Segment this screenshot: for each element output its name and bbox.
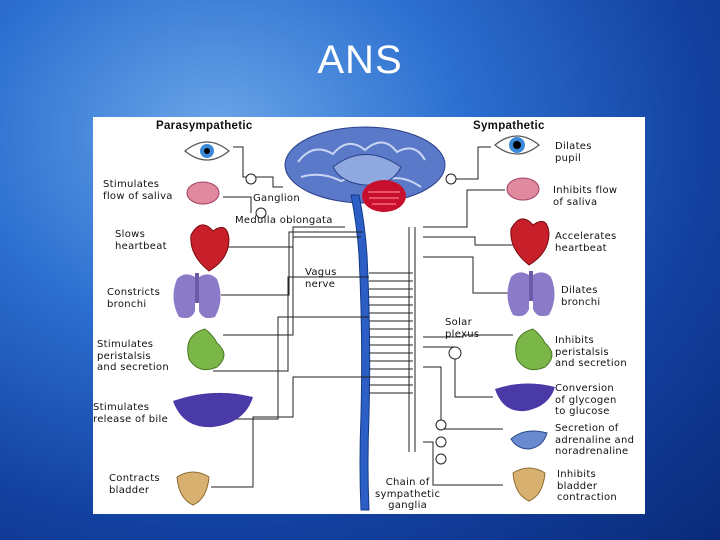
label-inhibits-peristalsis: Inhibits peristalsis and secretion (555, 335, 627, 369)
label-glycogen-glucose: Conversion of glycogen to glucose (555, 383, 617, 417)
adrenal-icon-right (510, 430, 548, 450)
salivary-gland-icon-left (186, 181, 220, 205)
label-solar-plexus: Solar plexus (445, 317, 480, 340)
stomach-icon-right (515, 328, 553, 371)
liver-icon-left (173, 392, 253, 428)
ans-diagram: Parasympathetic Sympathetic Stimulates f… (93, 117, 645, 514)
brain-icon (284, 126, 446, 204)
ladder-lines (369, 272, 413, 394)
label-release-bile: Stimulates release of bile (93, 402, 169, 425)
lungs-icon-right (507, 271, 555, 317)
label-contracts-bladder: Contracts bladder (109, 473, 160, 496)
heart-icon-left (190, 224, 230, 272)
slide-title: ANS (317, 38, 403, 82)
left-connectors (211, 146, 369, 488)
salivary-gland-icon-right (506, 177, 540, 201)
label-chain-sympathetic-ganglia: Chain of sympathetic ganglia (375, 477, 441, 511)
label-dilates-bronchi: Dilates bronchi (561, 285, 601, 308)
bladder-icon-left (176, 471, 210, 506)
label-adrenaline: Secretion of adrenaline and noradrenalin… (555, 423, 635, 457)
label-inhibits-bladder: Inhibits bladder contraction (557, 469, 618, 503)
liver-icon-right (495, 383, 555, 412)
label-dilates-pupil: Dilates pupil (555, 141, 592, 164)
eye-icon-left (184, 141, 230, 161)
label-vagus-nerve: Vagus nerve (305, 267, 337, 290)
label-stimulates-peristalsis: Stimulates peristalsis and secretion (97, 339, 169, 373)
cerebellum-icon (362, 180, 406, 212)
right-connectors (423, 146, 513, 486)
label-ganglion: Ganglion (253, 193, 300, 204)
heart-icon-right (510, 218, 550, 266)
label-slows-heartbeat: Slows heartbeat (115, 229, 167, 252)
label-constricts-bronchi: Constricts bronchi (107, 287, 161, 310)
bladder-icon-right (512, 467, 546, 502)
label-medulla-oblongata: Medulla oblongata (235, 215, 333, 226)
diagram-graphics (173, 126, 555, 511)
header-sympathetic: Sympathetic (473, 120, 545, 132)
header-parasympathetic: Parasympathetic (156, 120, 253, 132)
eye-icon-right (494, 135, 540, 155)
label-stimulates-saliva: Stimulates flow of saliva (103, 179, 173, 202)
label-inhibits-saliva: Inhibits flow of saliva (553, 185, 618, 208)
ganglion-circles (245, 173, 462, 465)
lungs-icon-left (173, 273, 221, 319)
label-accelerates-heartbeat: Accelerates heartbeat (555, 231, 617, 254)
stomach-icon-left (187, 328, 225, 371)
spinal-cord (350, 194, 371, 511)
sympathetic-chain (408, 227, 416, 452)
